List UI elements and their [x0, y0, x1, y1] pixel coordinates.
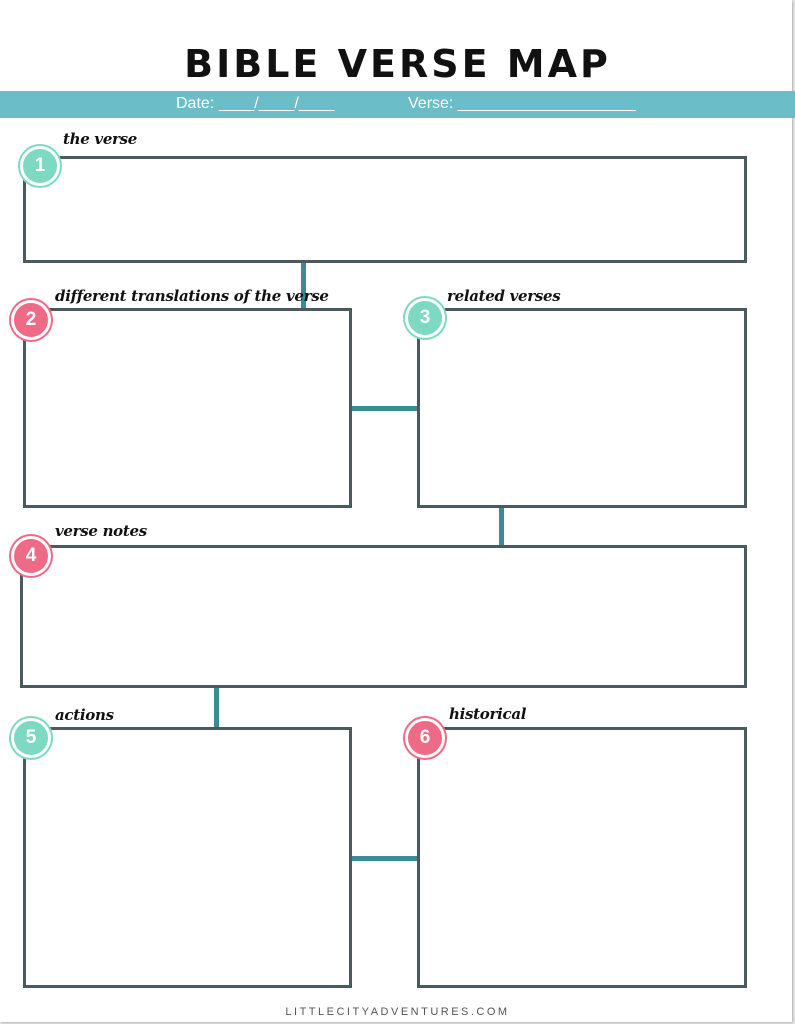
translations-box-label: different translations of the verse: [55, 287, 329, 305]
number-badge-5: 5: [11, 718, 51, 758]
connector-3-4: [499, 506, 504, 547]
related-verses-box[interactable]: [417, 308, 747, 508]
translations-box[interactable]: [23, 308, 352, 508]
verse-box[interactable]: [23, 156, 747, 263]
connector-1-2: [301, 261, 306, 310]
historical-label: historical: [449, 705, 527, 723]
connector-2-3: [349, 406, 419, 411]
verse-box-label: the verse: [63, 130, 138, 148]
number-badge-1: 1: [20, 146, 60, 186]
number-badge-4: 4: [11, 536, 51, 576]
actions-box[interactable]: [23, 727, 352, 988]
actions-label: actions: [55, 706, 114, 724]
verse-field: Verse: ____________________: [408, 95, 636, 112]
number-badge-6: 6: [405, 718, 445, 758]
number-badge-3: 3: [405, 298, 445, 338]
number-badge-2: 2: [11, 300, 51, 340]
connector-5-6: [349, 856, 419, 861]
header-band: Date: ____/____/____ Verse: ____________…: [0, 91, 795, 118]
verse-notes-box[interactable]: [20, 545, 747, 688]
related-verses-label: related verses: [447, 287, 561, 305]
historical-box[interactable]: [417, 727, 747, 988]
page-title: BIBLE VERSE MAP: [184, 42, 611, 86]
date-field: Date: ____/____/____: [176, 95, 335, 112]
verse-notes-label: verse notes: [55, 522, 147, 540]
footer-website: LITTLECITYADVENTURES.COM: [285, 1006, 510, 1018]
connector-4-5: [214, 686, 219, 728]
